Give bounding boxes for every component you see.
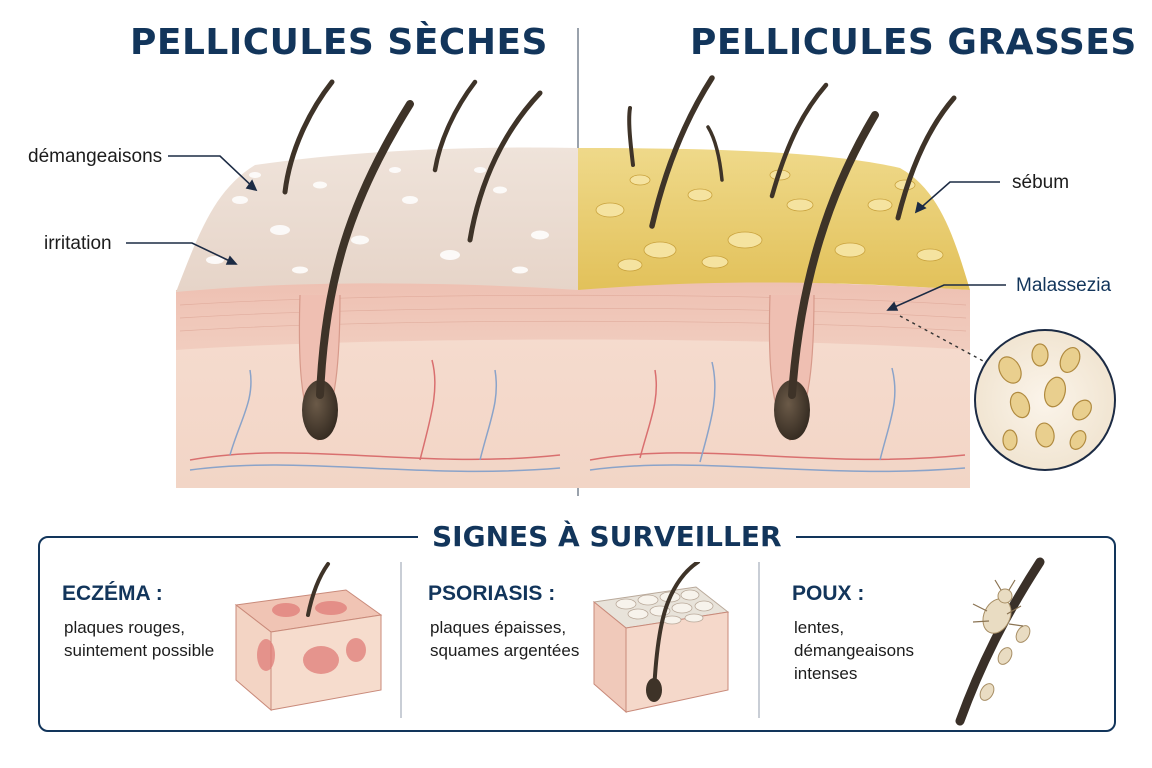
oily-scalp-surface [578,148,970,290]
label-irritation: irritation [44,233,112,254]
eczema-skin-illustration [234,562,383,712]
blood-vessels [189,359,966,473]
dry-flakes [206,167,549,274]
signs-separator [400,562,402,718]
label-sebum: sébum [1012,172,1070,193]
signs-title: SIGNES À SURVEILLER [418,520,796,553]
psoriasis-skin-illustration [592,562,730,714]
sign-eczema-title: ECZÉMA : [62,582,163,605]
oily-flakes [595,169,944,272]
louse-icon [955,557,1045,726]
hair-bulb-right [774,380,810,440]
signs-separator [758,562,760,718]
title-oily-dandruff: PELLICULES GRASSES [690,22,1137,63]
epidermis-layer [176,279,970,350]
label-itching: démangeaisons [28,146,163,167]
sign-psoriasis-title: PSORIASIS : [428,582,556,605]
magnifier-circle-icon [974,329,1116,471]
sign-lice-description: lentes, démangeaisons intenses [794,618,915,683]
arrow-icon [126,155,1006,311]
sign-eczema-description: plaques rouges, suintement possible [64,618,215,660]
label-malassezia: Malassezia [1016,275,1112,296]
sign-psoriasis-description: plaques épaisses, squames argentées [430,618,580,660]
hair-bulb-left [302,380,338,440]
title-dry-dandruff: PELLICULES SÈCHES [130,22,548,63]
dry-scalp-surface [176,147,578,292]
skin-cross-section-illustration [126,75,1116,488]
hair-icon [282,75,957,399]
sign-lice-title: POUX : [792,582,865,605]
